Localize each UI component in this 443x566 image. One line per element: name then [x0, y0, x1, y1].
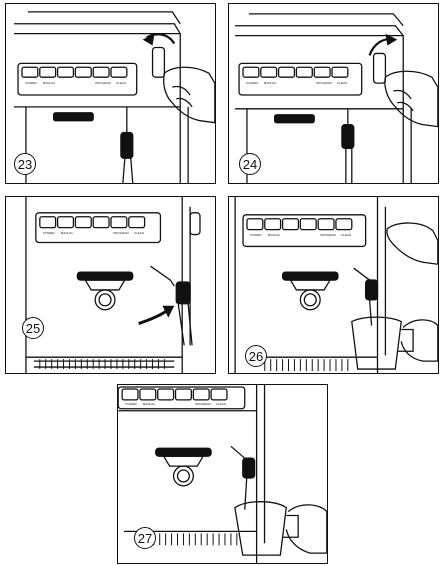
label-power: POWER [243, 81, 261, 85]
control-panel-labels: POWER MANUAL PROGRAM CLEAN [22, 81, 130, 85]
panel-step-27: POWER MANUAL PROGRAM CLEAN 27 [117, 384, 328, 564]
label-single [76, 231, 94, 235]
illustration-step-23 [6, 4, 215, 183]
panel-step-24: POWER MANUAL PROGRAM CLEAN 24 [228, 3, 439, 184]
label-program: PROGRAM [194, 402, 212, 406]
label-program: PROGRAM [94, 81, 112, 85]
label-power: POWER [40, 231, 58, 235]
step-number-badge: 25 [22, 317, 44, 339]
illustration-step-25 [6, 197, 215, 373]
label-program: PROGRAM [319, 233, 337, 237]
label-double [76, 81, 94, 85]
label-program: PROGRAM [315, 81, 333, 85]
label-single [283, 233, 301, 237]
label-single [279, 81, 297, 85]
label-power: POWER [247, 233, 265, 237]
control-panel-labels: POWER MANUAL PROGRAM CLEAN [40, 231, 148, 235]
label-manual: MANUAL [58, 231, 76, 235]
panel-step-23: POWER MANUAL PROGRAM CLEAN 23 [5, 3, 216, 184]
illustration-step-24 [229, 4, 438, 183]
label-clean: CLEAN [112, 81, 130, 85]
label-double [94, 231, 112, 235]
step-number-badge: 24 [239, 153, 261, 175]
label-program: PROGRAM [112, 231, 130, 235]
label-single [58, 81, 76, 85]
control-panel-labels: POWER MANUAL PROGRAM CLEAN [247, 233, 355, 237]
label-clean: CLEAN [130, 231, 148, 235]
label-manual: MANUAL [40, 81, 58, 85]
control-panel-labels: POWER MANUAL PROGRAM CLEAN [243, 81, 351, 85]
label-clean: CLEAN [337, 233, 355, 237]
panel-step-25: POWER MANUAL PROGRAM CLEAN 25 [5, 196, 216, 374]
label-double [301, 233, 319, 237]
step-number-badge: 23 [14, 153, 36, 175]
label-single [158, 402, 176, 406]
label-clean: CLEAN [333, 81, 351, 85]
label-double [297, 81, 315, 85]
panel-step-26: POWER MANUAL PROGRAM CLEAN 26 [228, 196, 439, 374]
label-manual: MANUAL [140, 402, 158, 406]
label-manual: MANUAL [265, 233, 283, 237]
label-power: POWER [122, 402, 140, 406]
label-clean: CLEAN [212, 402, 230, 406]
control-panel-labels: POWER MANUAL PROGRAM CLEAN [122, 402, 230, 406]
label-double [176, 402, 194, 406]
label-manual: MANUAL [261, 81, 279, 85]
step-number-badge: 26 [245, 345, 267, 367]
label-power: POWER [22, 81, 40, 85]
step-number-badge: 27 [134, 527, 156, 549]
